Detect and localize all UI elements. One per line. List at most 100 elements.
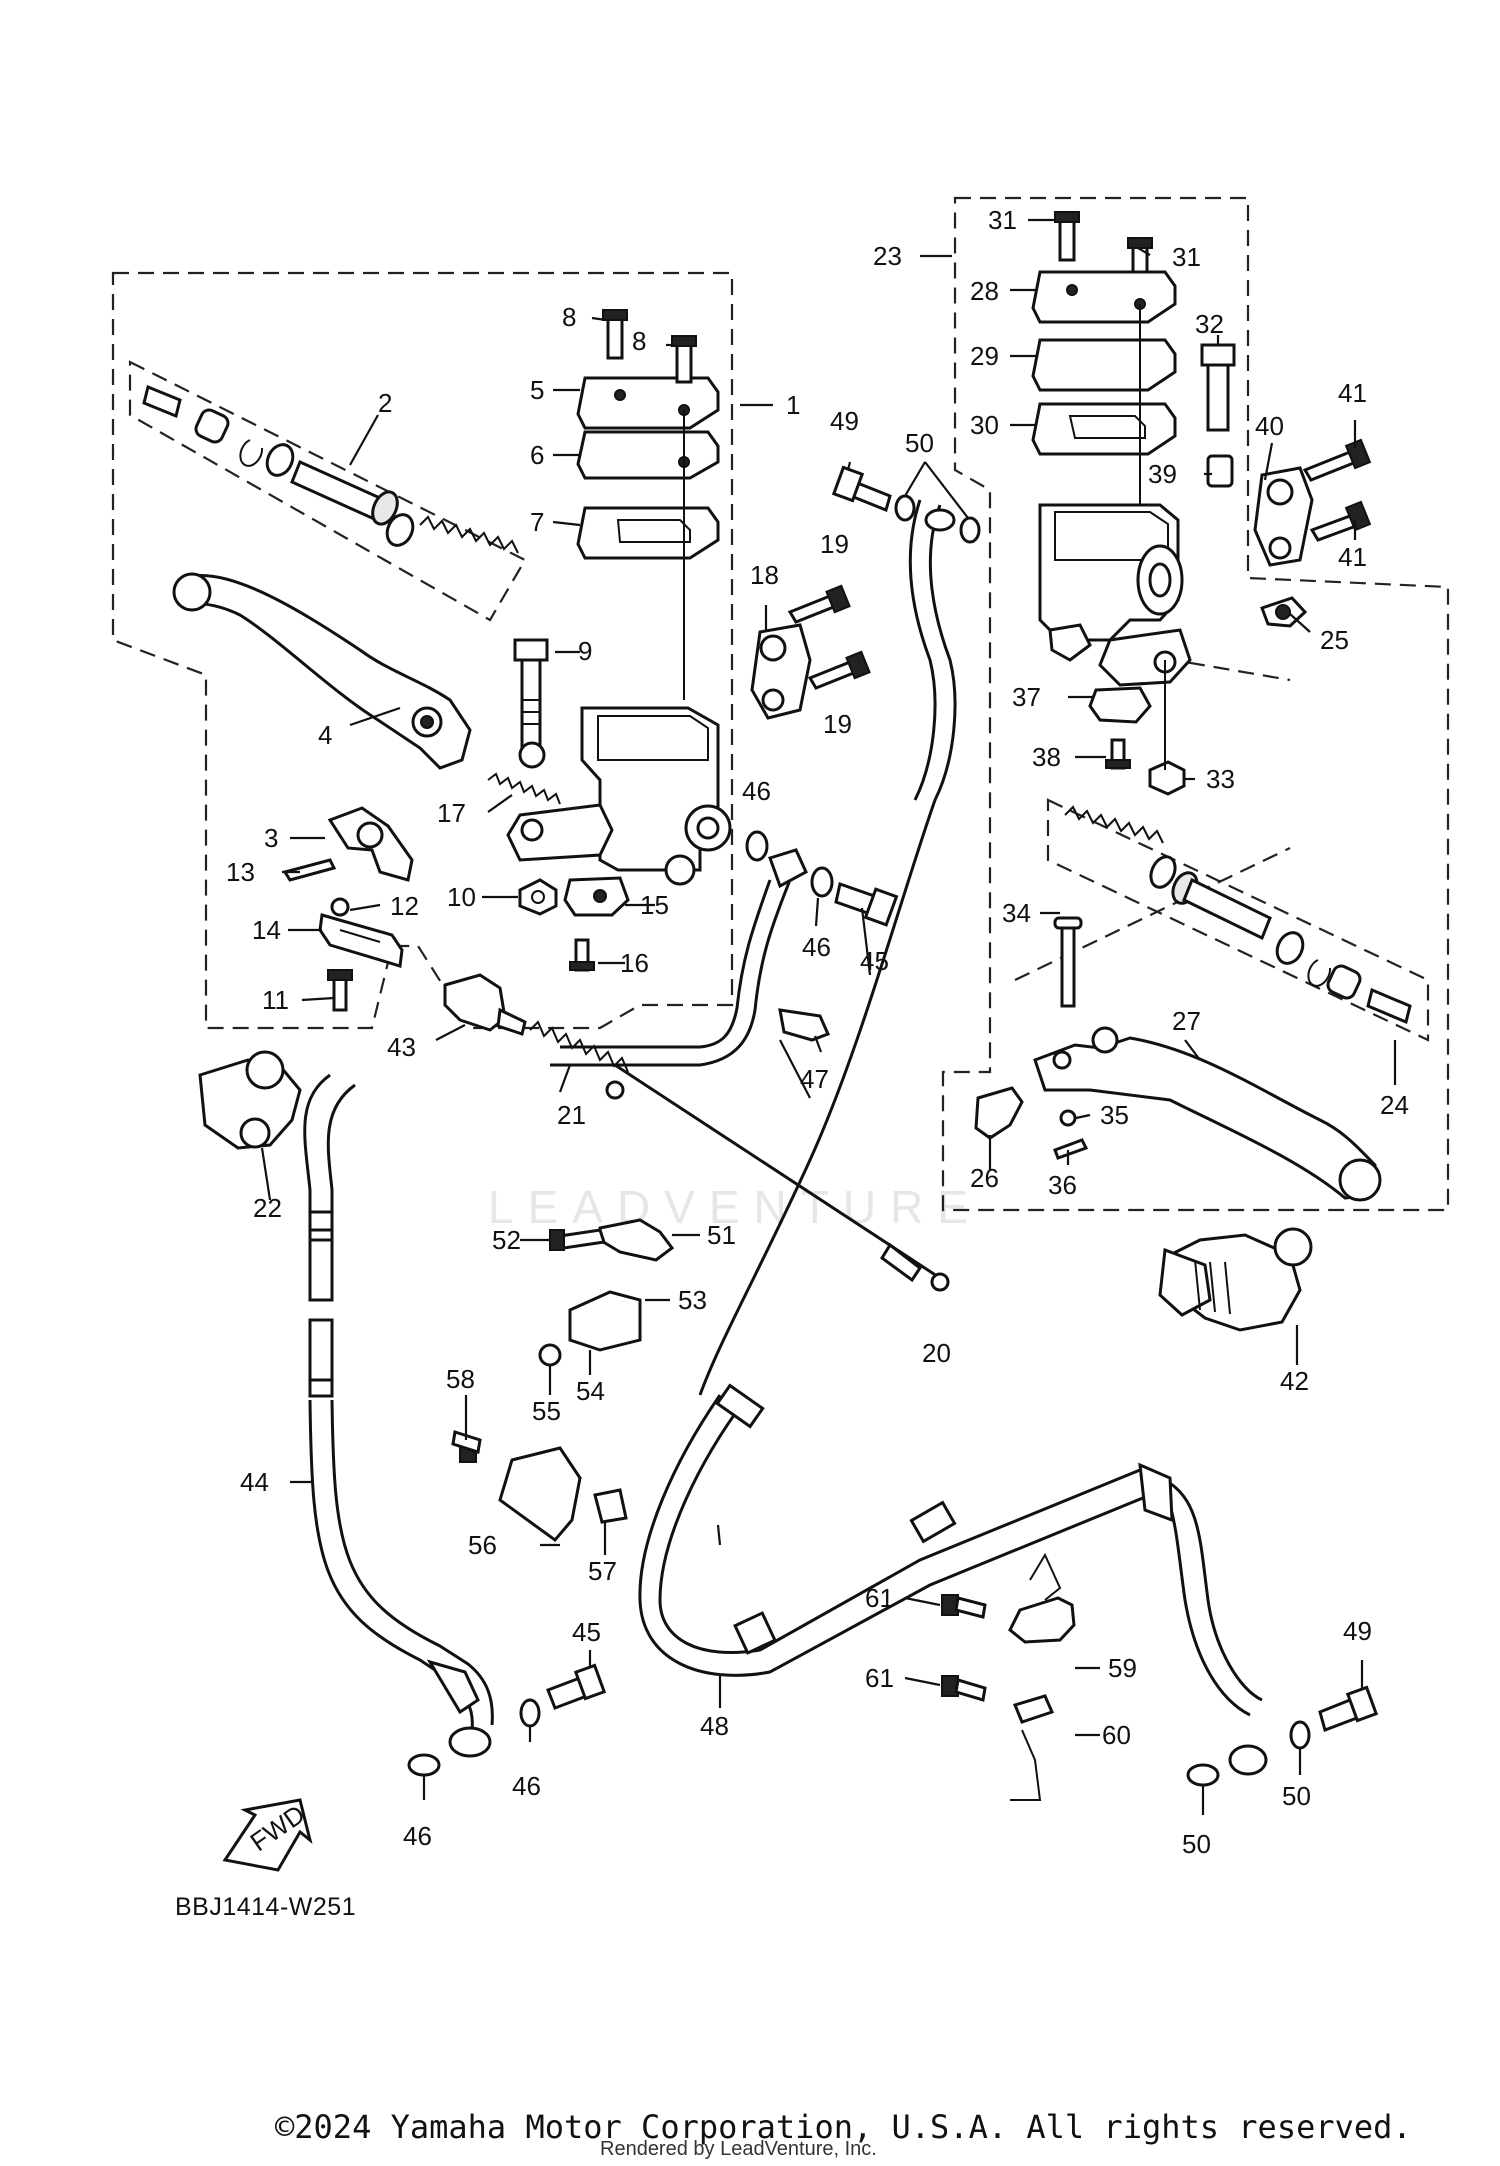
upper-left-hose-fittings <box>550 830 899 1067</box>
callout-45a: 45 <box>572 1617 601 1647</box>
screw-8b <box>675 342 693 384</box>
callout-41a: 41 <box>1338 378 1367 408</box>
fwd-arrow-icon <box>222 1798 313 1872</box>
right-master-cylinder <box>1031 211 1372 796</box>
callout-50c: 50 <box>1182 1829 1211 1859</box>
callout-53: 53 <box>678 1285 707 1315</box>
callout-47: 47 <box>800 1064 829 1094</box>
group-boundary-left-master-cylinder <box>111 271 734 1030</box>
reservoir-cap-5 <box>576 376 720 430</box>
watermark: LEADVENTURE <box>488 1181 982 1233</box>
callout-20: 20 <box>922 1338 951 1368</box>
callout-35: 35 <box>1100 1100 1129 1130</box>
callout-31b: 31 <box>1172 242 1201 272</box>
callout-8a: 8 <box>562 302 576 332</box>
callout-7: 7 <box>530 507 544 537</box>
callout-17: 17 <box>437 798 466 828</box>
screw-11 <box>332 976 348 1012</box>
callout-11: 11 <box>262 985 289 1015</box>
callout-43: 43 <box>387 1032 416 1062</box>
callout-9: 9 <box>578 636 592 666</box>
leader-lines <box>260 218 1397 1815</box>
callout-24: 24 <box>1380 1090 1409 1120</box>
washer-12 <box>330 897 350 917</box>
callout-22: 22 <box>253 1193 282 1223</box>
callout-3: 3 <box>264 823 278 853</box>
callout-26: 26 <box>970 1163 999 1193</box>
callout-1: 1 <box>786 390 800 420</box>
callout-57: 57 <box>588 1556 617 1586</box>
callout-13: 13 <box>226 857 255 887</box>
callout-49b: 49 <box>1343 1616 1372 1646</box>
rendered-by-notice: Rendered by LeadVenture, Inc. <box>600 2138 877 2160</box>
callout-54: 54 <box>576 1376 605 1406</box>
pin-13 <box>282 858 337 882</box>
callout-37: 37 <box>1012 682 1041 712</box>
callout-52: 52 <box>492 1225 521 1255</box>
callout-48: 48 <box>700 1711 729 1741</box>
group-boundary-left-piston-kit <box>128 360 527 622</box>
callout-36: 36 <box>1048 1170 1077 1200</box>
left-piston-kit <box>142 384 519 554</box>
clamp-47 <box>778 1008 831 1042</box>
brake-hose-48 <box>638 465 1379 1787</box>
callout-6: 6 <box>530 440 544 470</box>
copyright-notice: ©2024 Yamaha Motor Corporation, U.S.A. A… <box>275 2108 1412 2146</box>
screw-8a <box>606 316 624 360</box>
callout-32: 32 <box>1195 309 1224 339</box>
callout-45b: 45 <box>860 946 889 976</box>
callout-58: 58 <box>446 1364 475 1394</box>
left-lever-holder <box>282 806 414 1012</box>
brake-hose-44 <box>303 1073 607 1777</box>
nut-10 <box>518 878 558 916</box>
callout-55: 55 <box>532 1396 561 1426</box>
pivot-bolt-9 <box>520 653 542 752</box>
callout-21: 21 <box>557 1100 586 1130</box>
callout-40: 40 <box>1255 411 1284 441</box>
callout-50a: 50 <box>905 428 934 458</box>
callout-2: 2 <box>378 388 392 418</box>
callout-30: 30 <box>970 410 999 440</box>
callout-56: 56 <box>468 1530 497 1560</box>
callout-15: 15 <box>640 890 669 920</box>
callout-8b: 8 <box>632 326 646 356</box>
callout-51: 51 <box>707 1220 736 1250</box>
callout-12: 12 <box>390 891 419 921</box>
callout-33: 33 <box>1206 764 1235 794</box>
callout-27: 27 <box>1172 1006 1201 1036</box>
callout-49a: 49 <box>830 406 859 436</box>
callout-14: 14 <box>252 915 281 945</box>
callout-28: 28 <box>970 276 999 306</box>
callout-29: 29 <box>970 341 999 371</box>
callout-46a: 46 <box>512 1771 541 1801</box>
callout-60: 60 <box>1102 1720 1131 1750</box>
group-boundary-right-master-cylinder <box>941 196 1450 1212</box>
callout-50b: 50 <box>1282 1781 1311 1811</box>
grip-switch-assembly-42 <box>1158 1227 1313 1332</box>
callout-19a: 19 <box>820 529 849 559</box>
callout-41b: 41 <box>1338 542 1367 572</box>
master-cylinder-body <box>580 706 720 872</box>
callout-44: 44 <box>240 1467 269 1497</box>
callout-31a: 31 <box>988 205 1017 235</box>
diagram-code: BBJ1414-W251 <box>175 1893 357 1921</box>
spring-17 <box>487 772 561 805</box>
callout-25: 25 <box>1320 625 1349 655</box>
diaphragm-6 <box>576 430 720 480</box>
callout-42: 42 <box>1280 1366 1309 1396</box>
callout-61b: 61 <box>865 1663 894 1693</box>
left-master-cylinder <box>487 309 871 972</box>
hose-brackets-and-hardware <box>451 1218 1076 1801</box>
callout-61a: 61 <box>865 1583 894 1613</box>
callout-46c: 46 <box>403 1821 432 1851</box>
callout-38: 38 <box>1032 742 1061 772</box>
brake-switch-and-cable <box>443 973 950 1292</box>
plate-14 <box>318 913 404 968</box>
callout-18: 18 <box>750 560 779 590</box>
callout-39: 39 <box>1148 459 1177 489</box>
callout-5: 5 <box>530 375 544 405</box>
callout-4: 4 <box>318 720 332 750</box>
callout-23: 23 <box>873 241 902 271</box>
right-piston-kit <box>1064 805 1412 1025</box>
